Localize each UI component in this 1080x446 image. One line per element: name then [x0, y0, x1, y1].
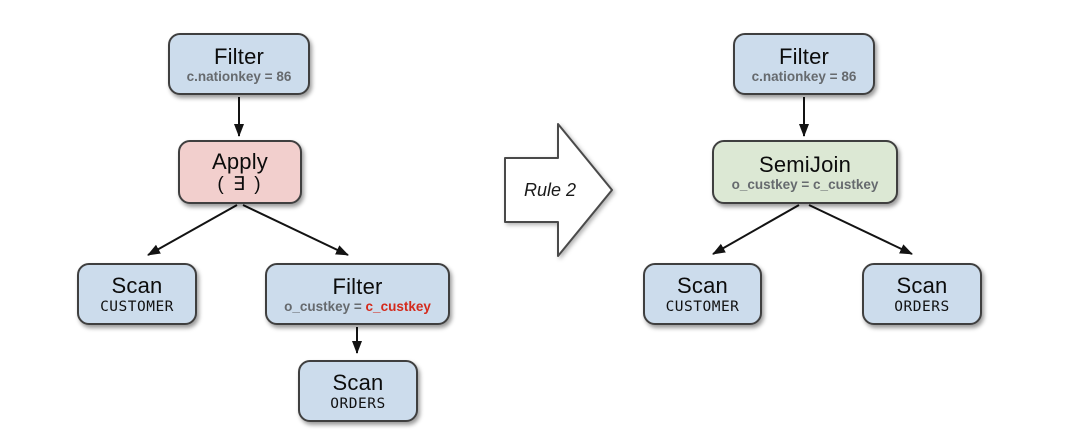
edge-semijoin-to-scan-customer	[712, 204, 800, 255]
table-name: CUSTOMER	[665, 299, 740, 315]
node-title: SemiJoin	[758, 152, 852, 177]
correlated-column-highlight: c_custkey	[365, 299, 431, 314]
semijoin-node: SemiJoin o_custkey = c_custkey	[712, 140, 898, 204]
left-scan-customer-node: Scan CUSTOMER	[77, 263, 197, 325]
edge-apply-to-scan-customer	[147, 204, 238, 256]
node-predicate: o_custkey = c_custkey	[284, 299, 431, 315]
node-title: Scan	[677, 273, 728, 298]
node-title: Filter	[213, 44, 265, 69]
edge-semijoin-to-scan-orders	[808, 204, 913, 255]
edge-apply-to-filter	[242, 204, 349, 256]
node-predicate: c.nationkey = 86	[186, 69, 292, 84]
exists-symbol: ( ∃ )	[217, 174, 263, 195]
right-scan-customer-node: Scan CUSTOMER	[643, 263, 762, 325]
node-title: Apply	[211, 149, 269, 174]
correlated-filter-node: Filter o_custkey = c_custkey	[265, 263, 450, 325]
rule-label: Rule 2	[523, 179, 577, 200]
node-predicate: o_custkey = c_custkey	[731, 177, 879, 192]
right-filter-node: Filter c.nationkey = 86	[733, 33, 875, 95]
node-title: Scan	[332, 370, 384, 395]
node-title: Scan	[896, 273, 948, 298]
node-title: Scan	[111, 273, 163, 298]
predicate-lhs: o_custkey =	[284, 299, 366, 314]
rule-arrow-shape	[504, 123, 613, 257]
table-name: ORDERS	[330, 396, 386, 412]
apply-node: Apply ( ∃ )	[178, 140, 302, 204]
left-filter-node: Filter c.nationkey = 86	[168, 33, 310, 95]
node-title: Filter	[332, 274, 383, 299]
node-title: Filter	[778, 44, 830, 69]
left-scan-orders-node: Scan ORDERS	[298, 360, 418, 422]
node-predicate: c.nationkey = 86	[751, 69, 857, 84]
table-name: ORDERS	[894, 299, 950, 315]
table-name: CUSTOMER	[100, 299, 174, 315]
right-scan-orders-node: Scan ORDERS	[862, 263, 982, 325]
